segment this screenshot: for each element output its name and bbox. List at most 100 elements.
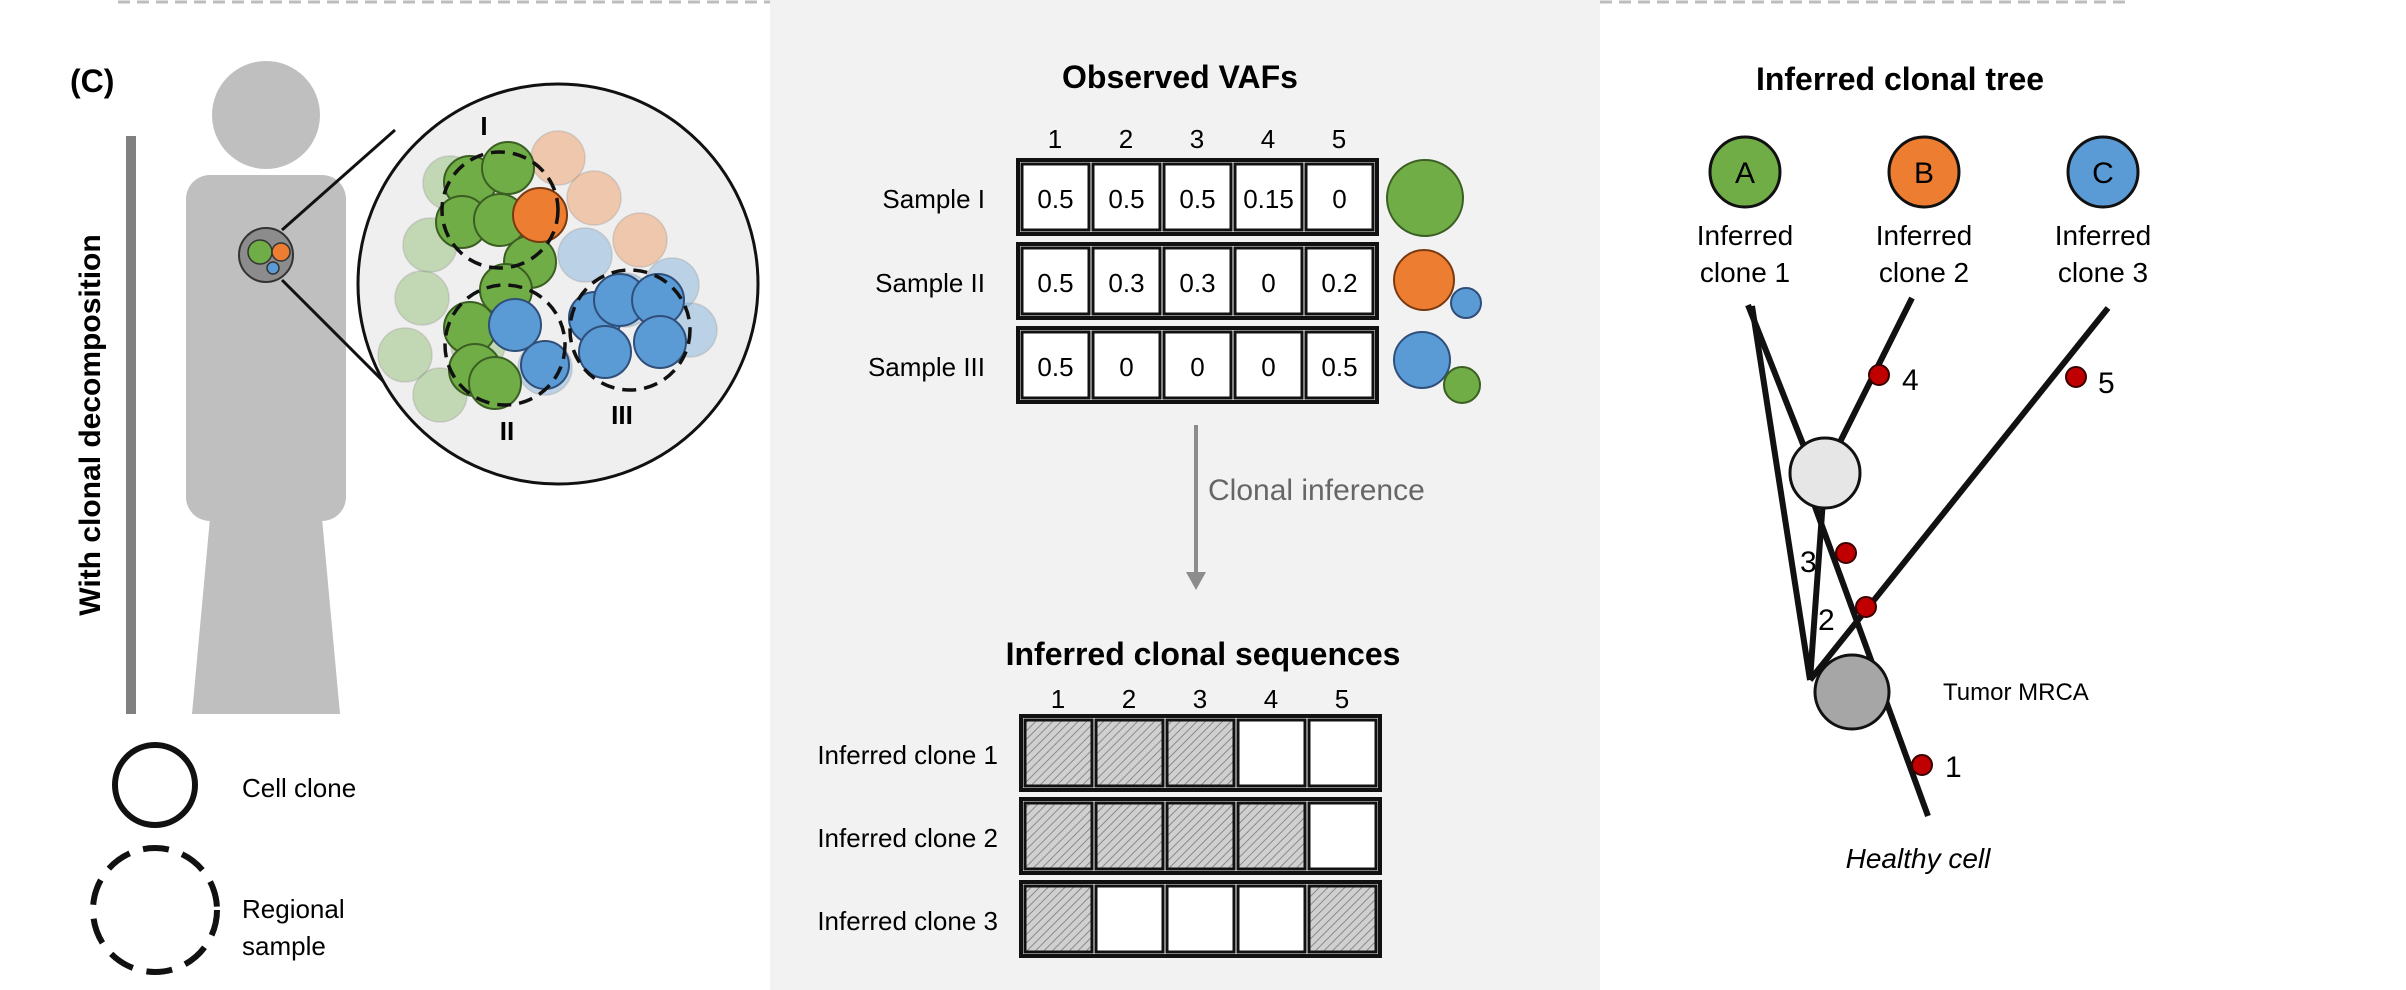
vaf-value: 0.5 — [1108, 184, 1144, 214]
sequence-cell-mutated — [1023, 801, 1094, 871]
sequence-cell-wildtype — [1236, 884, 1307, 954]
vaf-cell — [1233, 330, 1304, 400]
vaf-value: 0 — [1332, 184, 1346, 214]
vaf-value: 0.5 — [1037, 352, 1073, 382]
region-i-outline — [440, 150, 560, 270]
vaf-value: 0.15 — [1243, 184, 1294, 214]
sequence-cell-mutated — [1307, 884, 1378, 954]
leaf-label-line1: Inferred — [2055, 220, 2152, 251]
mutation-marker-5 — [2065, 366, 2087, 388]
vaf-value: 0.5 — [1321, 352, 1357, 382]
leaf-label-line1: Inferred — [1697, 220, 1794, 251]
sample-row-frame — [1016, 242, 1379, 320]
sequence-cell-wildtype — [1236, 718, 1307, 788]
sequence-cell-mutated — [1165, 718, 1236, 788]
vaf-cell — [1162, 162, 1233, 232]
clone-row-frame — [1019, 797, 1382, 875]
clone-row-frame — [1019, 714, 1382, 792]
sequence-cell-mutated — [1023, 884, 1094, 954]
vaf-cell — [1020, 162, 1091, 232]
tumor-mrca-node — [1813, 653, 1891, 731]
sample-row-frame — [1016, 158, 1379, 236]
zoomed-tumor: I II III — [356, 82, 760, 486]
vaf-cell — [1304, 162, 1375, 232]
sequence-cell-mutated — [1023, 718, 1094, 788]
mutation-markers — [1835, 364, 2087, 776]
seq-col-header: 3 — [1193, 684, 1207, 714]
zoom-line-top — [281, 128, 396, 232]
mutation-label-1: 1 — [1945, 751, 1962, 784]
vaf-value: 0 — [1261, 352, 1275, 382]
sequence-cell-wildtype — [1094, 884, 1165, 954]
vaf-cell — [1162, 330, 1233, 400]
regional-sample-legend-label-1: Regional — [242, 894, 345, 924]
sample-row-label: Sample II — [875, 268, 985, 298]
mutation-marker-2 — [1855, 596, 1877, 618]
intermediate-node — [1788, 436, 1862, 510]
tumor-mrca-label: Tumor MRCA — [1943, 679, 2089, 706]
clone-row-label: Inferred clone 2 — [817, 823, 998, 853]
vaf-value: 0 — [1261, 268, 1275, 298]
region-label-iii: III — [611, 400, 633, 430]
mutation-marker-3 — [1835, 542, 1857, 564]
vaf-value: 0.5 — [1037, 184, 1073, 214]
vaf-value: 0 — [1119, 352, 1133, 382]
sequence-cell-mutated — [1236, 801, 1307, 871]
sample-iii-composition — [1393, 331, 1481, 404]
vaf-cell — [1162, 246, 1233, 316]
vaf-cell — [1304, 246, 1375, 316]
vaf-cell — [1020, 246, 1091, 316]
vertical-bar — [126, 136, 136, 714]
mutation-marker-1 — [1911, 754, 1933, 776]
observed-vafs-title: Observed VAFs — [1062, 59, 1298, 95]
inferred-sequence-table: Inferred clone 1 Inferred clone 2 Inferred… — [817, 714, 1382, 958]
vaf-cell — [1304, 330, 1375, 400]
sequence-cell-mutated — [1094, 718, 1165, 788]
clone-row-frame — [1019, 880, 1382, 958]
sequence-column-headers: 1 2 3 4 5 — [1051, 684, 1349, 714]
seq-col-header: 4 — [1264, 684, 1278, 714]
region-ii-outline — [443, 283, 567, 407]
tumor-spot — [238, 227, 294, 283]
mutation-label-5: 5 — [2098, 367, 2115, 400]
vaf-cell — [1020, 330, 1091, 400]
vaf-col-header: 5 — [1332, 124, 1346, 154]
leaf-label-line2: clone 2 — [1879, 257, 1969, 288]
vaf-value: 0.2 — [1321, 268, 1357, 298]
inferred-sequences-title: Inferred clonal sequences — [1006, 636, 1401, 672]
mutation-marker-4 — [1868, 364, 1890, 386]
region-label-i: I — [480, 111, 487, 141]
sequence-cell-mutated — [1094, 801, 1165, 871]
leaf-label-line1: Inferred — [1876, 220, 1973, 251]
vaf-value: 0.3 — [1108, 268, 1144, 298]
healthy-cell-label: Healthy cell — [1846, 843, 1992, 874]
vaf-value: 0.3 — [1179, 268, 1215, 298]
panel-label: (C) — [70, 63, 114, 99]
vaf-value: 0 — [1190, 352, 1204, 382]
edge-mrca-clone3 — [1807, 306, 2111, 682]
vaf-cell — [1091, 246, 1162, 316]
clone-row-label: Inferred clone 1 — [817, 740, 998, 770]
sequence-cell-wildtype — [1307, 801, 1378, 871]
region-label-ii: II — [500, 416, 514, 446]
seq-col-header: 2 — [1122, 684, 1136, 714]
sample-row-frame — [1016, 326, 1379, 404]
vaf-col-header: 3 — [1190, 124, 1204, 154]
region-iii-outline — [568, 268, 692, 392]
seq-col-header: 1 — [1051, 684, 1065, 714]
mutation-label-3: 3 — [1800, 546, 1817, 579]
edge-mrca-clone1 — [1749, 305, 1813, 681]
regional-sample-legend-icon — [90, 845, 220, 975]
sequence-cell-mutated — [1165, 801, 1236, 871]
cell-clone-legend-icon — [112, 742, 198, 828]
regional-sample-legend-label-2: sample — [242, 931, 326, 961]
mutation-label-2: 2 — [1818, 604, 1835, 637]
sequence-cell-wildtype — [1307, 718, 1378, 788]
sample-row-label: Sample I — [882, 184, 985, 214]
leaf-letter: B — [1914, 157, 1934, 190]
vaf-cell — [1233, 162, 1304, 232]
inference-arrow-head — [1186, 572, 1206, 590]
clone-row-label: Inferred clone 3 — [817, 906, 998, 936]
